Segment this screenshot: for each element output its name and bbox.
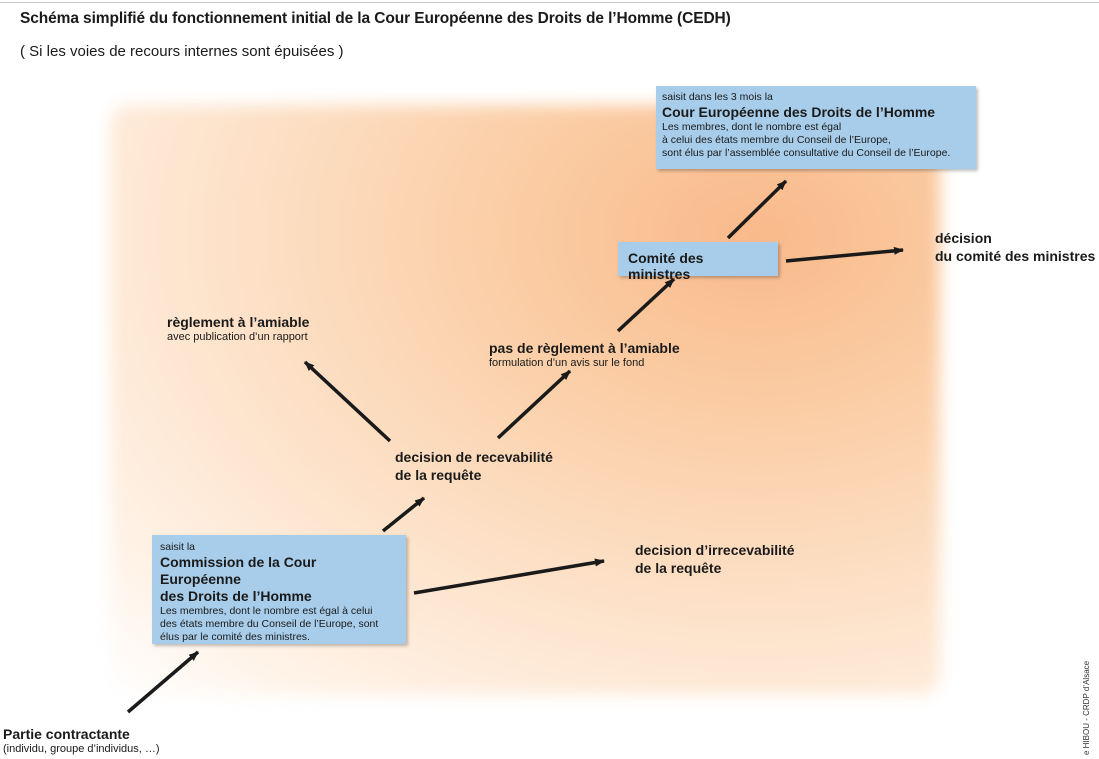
diagram-title: Schéma simplifié du fonctionnement initi… (20, 10, 731, 27)
arrow-recevabilite-to-reglement (303, 360, 392, 443)
comite-box: Comité des ministres (618, 242, 778, 282)
decision-comite-line-2: du comité des ministres (935, 248, 1096, 264)
decision-comite-line-1: décision (935, 230, 992, 246)
recevabilite-label: decision de recevabilité de la requête (395, 448, 553, 484)
cedh-desc-1: Les membres, dont le nombre est égal (662, 121, 842, 133)
commission-intro: saisit la (160, 541, 196, 553)
diagram-subtitle: ( Si les voies de recours internes sont … (20, 43, 344, 60)
irrecevabilite-line-1: decision d’irrecevabilité (635, 542, 795, 558)
decision-comite-label: décision du comité des ministres (935, 229, 1095, 265)
arrow-recevabilite-to-pas-reglement (496, 369, 572, 440)
arrow-partie-to-commission (126, 650, 200, 714)
pas-reglement-label: pas de règlement à l’amiable formulation… (489, 339, 680, 370)
recevabilite-line-2: de la requête (395, 467, 482, 483)
cedh-box: saisit dans les 3 mois la Cour Européenn… (656, 86, 976, 169)
cedh-intro: saisit dans les 3 mois la (662, 91, 773, 103)
commission-desc-1: Les membres, dont le nombre est égal à c… (160, 605, 373, 617)
arrow-pas-reglement-to-comite (616, 277, 676, 333)
pas-reglement-main: pas de règlement à l’amiable (489, 340, 680, 356)
arrow-commission-to-recevabilite (381, 496, 426, 533)
commission-name-2: des Droits de l’Homme (160, 588, 312, 604)
commission-name-1: Commission de la Cour Européenne (160, 554, 317, 587)
irrecevabilite-label: decision d’irrecevabilité de la requête (635, 541, 795, 577)
cedh-desc-3: sont élus par l’assemblée consultative d… (662, 147, 951, 159)
reglement-sub: avec publication d’un rapport (167, 331, 308, 343)
partie-sub: (individu, groupe d’individus, …) (3, 743, 160, 755)
arrow-comite-to-decision (785, 246, 904, 263)
pas-reglement-sub: formulation d’un avis sur le fond (489, 357, 645, 369)
irrecevabilite-line-2: de la requête (635, 560, 722, 576)
cedh-name: Cour Européenne des Droits de l’Homme (662, 104, 936, 120)
commission-desc-2: des états membre du Conseil de l’Europe,… (160, 618, 379, 630)
partie-main: Partie contractante (3, 726, 130, 742)
arrow-commission-to-irrecevabilite (413, 558, 605, 595)
partie-label: Partie contractante (individu, groupe d’… (3, 725, 160, 756)
comite-name: Comité des ministres (628, 250, 704, 282)
recevabilite-line-1: decision de recevabilité (395, 449, 553, 465)
reglement-label: règlement à l’amiable avec publication d… (167, 313, 309, 344)
commission-box: saisit la Commission de la Cour Européen… (152, 535, 406, 644)
top-rule (0, 2, 1099, 3)
reglement-main: règlement à l’amiable (167, 314, 310, 330)
credit-text: e HIBOU - CRDP d’Alsace (1082, 660, 1091, 755)
cedh-desc-2: à celui des états membre du Conseil de l… (662, 134, 891, 146)
arrow-comite-to-cedh (726, 179, 788, 240)
commission-desc-3: élus par le comité des ministres. (160, 631, 310, 643)
